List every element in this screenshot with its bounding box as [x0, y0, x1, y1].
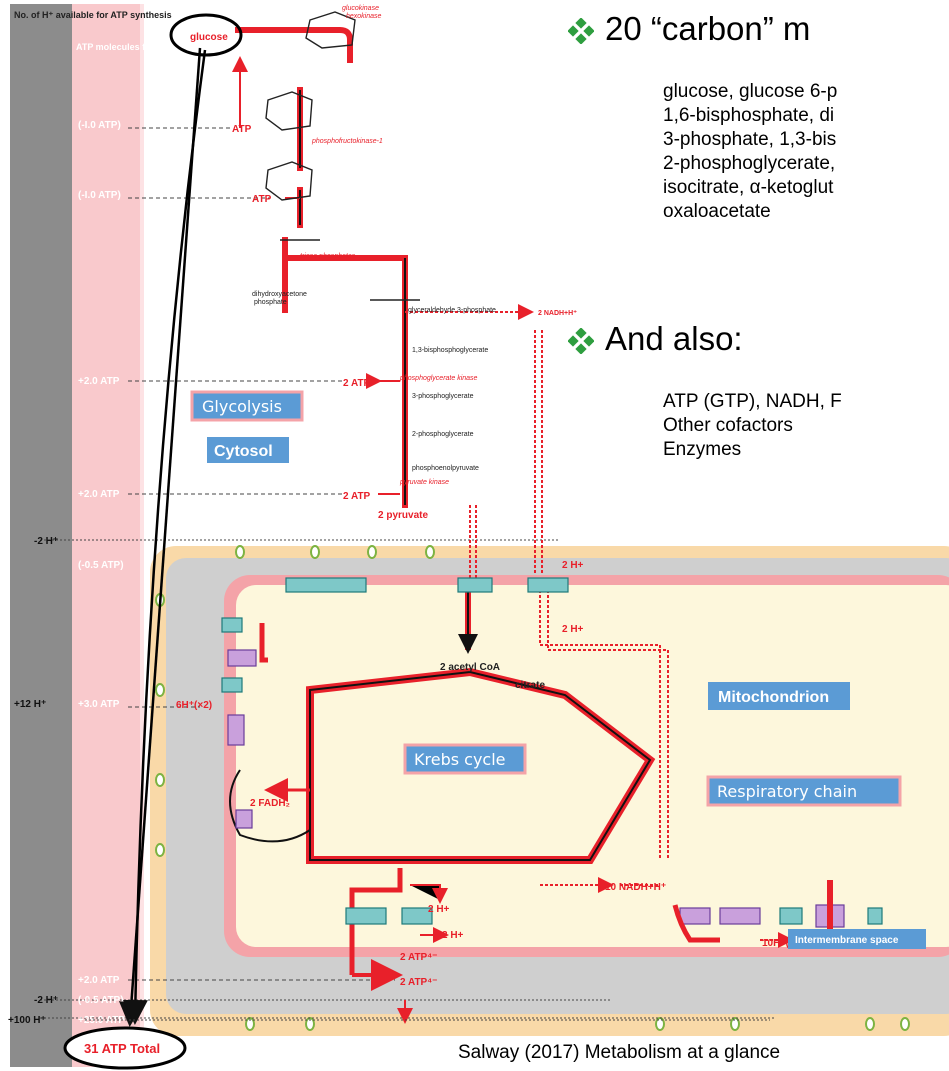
krebs-label: Krebs cycle [414, 750, 506, 769]
citation: Salway (2017) Metabolism at a glance [458, 1042, 781, 1063]
mitochondrion-label: Mitochondrion [718, 689, 829, 706]
glucose-circle [169, 13, 243, 57]
slide-title-2: And also: [605, 320, 743, 357]
respiratory-chain-box [706, 775, 902, 807]
intermembrane-label: Intermembrane space [795, 935, 899, 946]
svg-text:glyceraldehyde 3-phosphate: glyceraldehyde 3-phosphate [408, 307, 496, 314]
atp-input-label-1: ATP [232, 124, 252, 135]
diamond-bullet-icon [568, 328, 594, 354]
glycolysis-label: Glycolysis [202, 397, 282, 416]
atp-entry: (-I.0 ATP) [78, 190, 121, 201]
h-column-header: No. of H⁺ available for ATP synthesis [14, 10, 172, 20]
h-plus-label-2: 2 H+ [562, 624, 584, 635]
atp-entry: (-0.5 ATP) [78, 560, 124, 571]
svg-text:phosphoglycerate kinase: phosphoglycerate kinase [399, 375, 478, 382]
citrate-label: citrate [515, 680, 545, 691]
atp-entry: +3.0 ATP [78, 699, 120, 710]
h-plus-label-4: 2 H+ [442, 930, 464, 941]
glucose-label: glucose [190, 32, 228, 43]
matrix [236, 585, 949, 947]
atp-entry: (-I.0 ATP) [78, 120, 121, 131]
svg-text:glucokinase: glucokinase [342, 5, 379, 12]
total-label: 31 ATP Total [84, 1041, 160, 1056]
h-plus-entry: +12 H⁺ [14, 699, 46, 710]
h-plus-label-1: 2 H+ [562, 560, 584, 571]
atp-column [72, 4, 142, 1067]
svg-text:phosphoenolpyruvate: phosphoenolpyruvate [412, 465, 479, 472]
krebs-box [403, 743, 527, 775]
svg-text:2-phosphoglycerate: 2-phosphoglycerate [412, 431, 474, 438]
atp-entry: +2.0 ATP [78, 376, 120, 387]
atp-output-label-2: 2 ATP [343, 491, 371, 502]
atp4-label-2: 2 ATP⁴⁻ [400, 977, 437, 988]
atp-column-header: ATP molecules formed or (used) [76, 42, 214, 52]
atp-output-label-1: 2 ATP [343, 378, 371, 389]
atp4-label-1: 2 ATP⁴⁻ [400, 952, 437, 963]
atp-entry: (-0.5 ATP) [78, 995, 124, 1006]
slide-body-1: glucose, glucose 6-p 1,6-bisphosphate, d… [663, 81, 838, 222]
svg-text:1,3-bisphosphoglycerate: 1,3-bisphosphoglycerate [412, 347, 488, 354]
cytosol-box [207, 437, 289, 463]
diamond-bullet-icon [568, 18, 594, 44]
six-h-label: 6H⁺(×2) [176, 700, 212, 711]
pyruvate-label: 2 pyruvate [378, 510, 428, 521]
svg-text:dihydroxyacetone: dihydroxyacetone [252, 291, 307, 298]
cytosol-label: Cytosol [214, 443, 273, 460]
ten-h-label: 10H⁺(×10) [762, 938, 809, 949]
slide-body-2: ATP (GTP), NADH, F Other cofactors Enzym… [663, 391, 842, 460]
intermembrane-box [788, 929, 926, 949]
h-plus-entry: -2 H⁺ [34, 995, 58, 1006]
svg-text:hexokinase: hexokinase [346, 13, 382, 20]
slide-title-1: 20 “carbon” m [605, 10, 811, 47]
nadh-small-label: 2 NADH+H⁺ [538, 310, 577, 317]
svg-text:phosphofructokinase-1: phosphofructokinase-1 [311, 138, 383, 145]
atp-input-label-2: ATP [252, 194, 272, 205]
h-plus-column [10, 4, 72, 1067]
nadh-label: 10 NADH+H⁺ [605, 882, 666, 893]
h-plus-entry: +100 H⁺ [8, 1015, 46, 1026]
atp-entry: +2.0 ATP [78, 489, 120, 500]
h-plus-entry: -2 H⁺ [34, 536, 58, 547]
acetyl-coa-label: 2 acetyl CoA [440, 662, 500, 673]
svg-text:pyruvate kinase: pyruvate kinase [399, 479, 449, 486]
mitochondrion-box [708, 682, 850, 710]
svg-text:phosphate: phosphate [254, 299, 287, 306]
total-circle [63, 1026, 187, 1070]
glycolysis-box [190, 390, 304, 422]
h-plus-label-3: 2 H+ [428, 904, 450, 915]
svg-text:triose phosphates: triose phosphates [300, 253, 356, 260]
svg-text:3-phosphoglycerate: 3-phosphoglycerate [412, 393, 474, 400]
atp-entry: +2.0 ATP [78, 975, 120, 986]
fadh2-label: 2 FADH₂ [250, 798, 290, 809]
respiratory-chain-label: Respiratory chain [717, 782, 857, 801]
